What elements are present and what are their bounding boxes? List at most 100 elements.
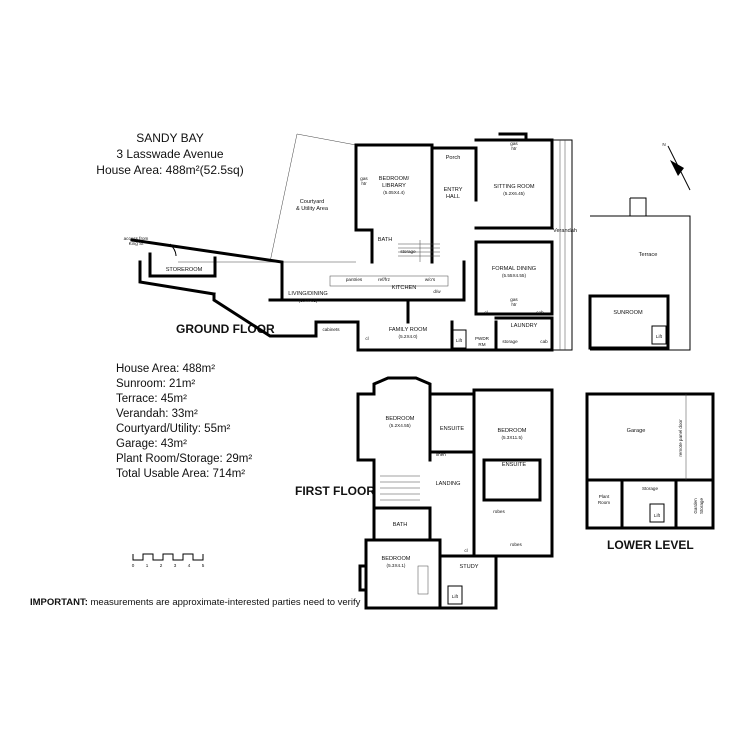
room-label: ENSUITE <box>440 426 465 432</box>
room-label: cabinets <box>322 327 340 332</box>
family-room-wall <box>314 320 454 352</box>
room-label: ENTRY <box>444 187 463 193</box>
room-label: RM <box>478 342 485 347</box>
disclaimer-note: IMPORTANT: measurements are approximate-… <box>30 597 360 608</box>
room-label: LIVING/DINING <box>288 291 327 297</box>
room-label: storage <box>502 339 518 344</box>
room-label: Lift <box>654 513 661 518</box>
room-label: BEDROOM <box>498 428 527 434</box>
room-label: BEDROOM <box>386 416 415 422</box>
living-sw-wall <box>212 292 318 338</box>
fireplace <box>358 564 368 592</box>
formal-dining-wall <box>474 240 554 316</box>
room-label: BATH <box>378 237 393 243</box>
area-line: House Area: 488m² <box>116 363 216 375</box>
room-label: Verandah <box>553 228 577 234</box>
room-label: KITCHEN <box>392 285 417 291</box>
verandah-edge <box>552 139 573 351</box>
lift-box <box>649 503 665 523</box>
area-line: Terrace: 45m² <box>116 393 187 405</box>
porch-entry-wall <box>430 146 478 202</box>
area-line: Verandah: 33m² <box>116 408 198 420</box>
north-arrow-icon: N <box>662 142 691 191</box>
room-label: Plant <box>599 494 610 499</box>
bedroom-library-wall <box>354 143 434 264</box>
room-label: linen <box>436 452 446 457</box>
bedroom3-wall <box>364 538 442 610</box>
room-label: d/w <box>433 289 441 294</box>
lower-level-plan: Garage remote panel door Plant Room Stor… <box>585 392 715 530</box>
room-label: Lift <box>656 334 663 339</box>
room-label: cl <box>464 548 467 553</box>
room-dimension: (5.55X4.55) <box>502 273 526 278</box>
property-name: SANDY BAY <box>136 131 204 145</box>
area-line: Courtyard/Utility: 55m² <box>116 423 231 435</box>
kitchen-bench <box>329 275 449 287</box>
room-label: SUNROOM <box>613 310 643 316</box>
courtyard-boundary <box>269 133 298 263</box>
room-label: cl <box>484 310 487 315</box>
room-label: LANDING <box>436 481 461 487</box>
storage-divider <box>620 478 678 530</box>
room-label: remote panel door <box>678 419 683 457</box>
first-floor-label: FIRST FLOOR <box>295 484 375 498</box>
room-dimension: (5.3X11.5) <box>501 435 523 440</box>
ground-floor-label: GROUND FLOOR <box>176 322 275 336</box>
room-label: htr <box>511 146 517 151</box>
room-label: BEDROOM <box>382 556 411 562</box>
room-label: King St <box>129 241 145 246</box>
room-label: FORMAL DINING <box>492 266 536 272</box>
first-floor-plan: BEDROOM (5.2X4.55) ENSUITE BEDROOM (5.3X… <box>356 376 554 610</box>
lift-box <box>651 325 667 345</box>
ensuite2-wall <box>482 458 542 502</box>
title-block: SANDY BAY 3 Lasswade Avenue House Area: … <box>60 130 280 178</box>
room-label: HALL <box>446 194 460 200</box>
room-label: Storage <box>699 498 704 515</box>
staircase <box>380 475 420 501</box>
robes-box <box>417 565 429 595</box>
staircase <box>398 240 440 262</box>
room-label: Terrace <box>639 252 658 258</box>
room-label: Room <box>598 500 610 505</box>
lower-level-label: LOWER LEVEL <box>607 538 694 552</box>
scale-tick: 2 <box>160 563 163 568</box>
area-line: Plant Room/Storage: 29m² <box>116 453 253 465</box>
bedroom1-wall <box>356 392 376 462</box>
room-label: storage <box>400 249 416 254</box>
sunroom-wall <box>588 294 670 350</box>
room-label: robes <box>510 542 522 547</box>
area-line: Sunroom: 21m² <box>116 378 196 390</box>
storeroom-inner-wall <box>148 252 217 278</box>
room-dimension: (5.05X4.4) <box>383 190 405 195</box>
room-label: Courtyard <box>300 199 325 205</box>
lift-box <box>451 329 467 349</box>
area-summary: House Area: 488m² Sunroom: 21m² Terrace:… <box>116 362 252 482</box>
room-dimension: (5.2X4.55) <box>389 423 411 428</box>
room-label: SITTING ROOM <box>493 184 534 190</box>
bedroom2-wall <box>472 388 554 558</box>
scale-tick: 1 <box>146 563 149 568</box>
sitting-fireplace <box>498 132 528 142</box>
scale-bar: 0 1 2 3 4 5 <box>132 553 205 568</box>
room-label: Porch <box>446 155 461 161</box>
scale-tick: 0 <box>132 563 135 568</box>
room-label: gas <box>510 141 518 146</box>
room-label: gas <box>510 297 518 302</box>
scale-tick: 4 <box>188 563 191 568</box>
garage-wall <box>585 392 715 530</box>
laundry-wall <box>494 316 554 352</box>
ground-floor-plan: BEDROOM/ LIBRARY (5.05X4.4) Porch ENTRY … <box>124 132 691 352</box>
room-label: BEDROOM/ <box>379 176 410 182</box>
storeroom-wing-wall <box>130 238 284 302</box>
room-label: LIBRARY <box>382 183 406 189</box>
room-label: ENSUITE <box>502 462 527 468</box>
bath-wall <box>372 506 432 542</box>
scale-tick: 3 <box>174 563 177 568</box>
storeroom-wall <box>138 260 216 296</box>
room-dimension: (6.7X4.5) <box>299 298 318 303</box>
disclaimer-text: measurements are approximate-interested … <box>87 597 361 608</box>
scale-tick: 5 <box>202 563 205 568</box>
door-swing <box>169 243 177 257</box>
terrace-outline <box>590 215 691 351</box>
